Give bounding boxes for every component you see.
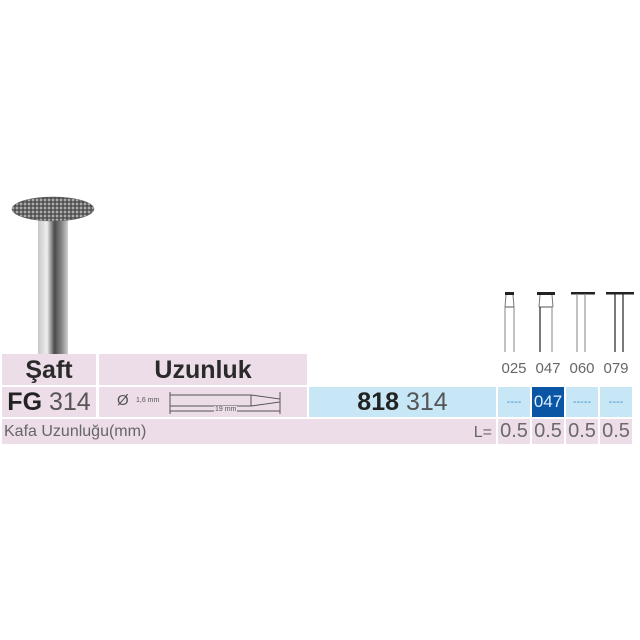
product-code-light: 314 [405, 387, 448, 416]
diamond-wheel-bur-icon [11, 196, 95, 355]
size-cell-060[interactable]: ----- [566, 387, 598, 417]
size-047-icon [537, 292, 555, 352]
length-header-label: Uzunluk [154, 356, 252, 384]
l-equals-label: L= [473, 424, 492, 441]
size-079-icon [606, 292, 634, 352]
length-header: Uzunluk [99, 354, 307, 385]
length-025: 0.5 [498, 419, 530, 444]
length-060: 0.5 [566, 419, 598, 444]
length-value: 19 mm [214, 406, 238, 413]
size-cell-025[interactable]: ---- [498, 387, 530, 417]
diameter-symbol: Ø [117, 392, 129, 409]
head-length-row: Kafa Uzunluğu(mm) L= [2, 419, 496, 444]
size-label-025: 025 [501, 360, 527, 377]
size-cell-079[interactable]: ---- [600, 387, 632, 417]
size-label-079: 079 [603, 360, 629, 377]
shaft-cell: FG 314 [2, 387, 96, 417]
size-schematics [498, 290, 634, 360]
size-025-icon [504, 292, 515, 352]
dimensions-cell: Ø 1,6 mm 19 mm [99, 387, 307, 417]
size-label-060: 060 [569, 360, 595, 377]
product-code-bold: 818 [357, 387, 400, 416]
head-length-label: Kafa Uzunluğu(mm) [4, 423, 147, 440]
size-060-icon [571, 292, 595, 352]
length-079: 0.5 [600, 419, 632, 444]
product-image [8, 195, 103, 355]
size-label-047: 047 [535, 360, 561, 377]
shaft-type: FG [7, 387, 43, 416]
length-047: 0.5 [532, 419, 564, 444]
shaft-number: 314 [48, 387, 91, 416]
size-cell-047-selected[interactable]: 047 [532, 387, 564, 417]
product-code-cell: 818 314 [309, 387, 496, 417]
diameter-value: 1,6 mm [136, 397, 160, 404]
shaft-header: Şaft [2, 354, 96, 385]
shaft-header-label: Şaft [25, 356, 73, 384]
